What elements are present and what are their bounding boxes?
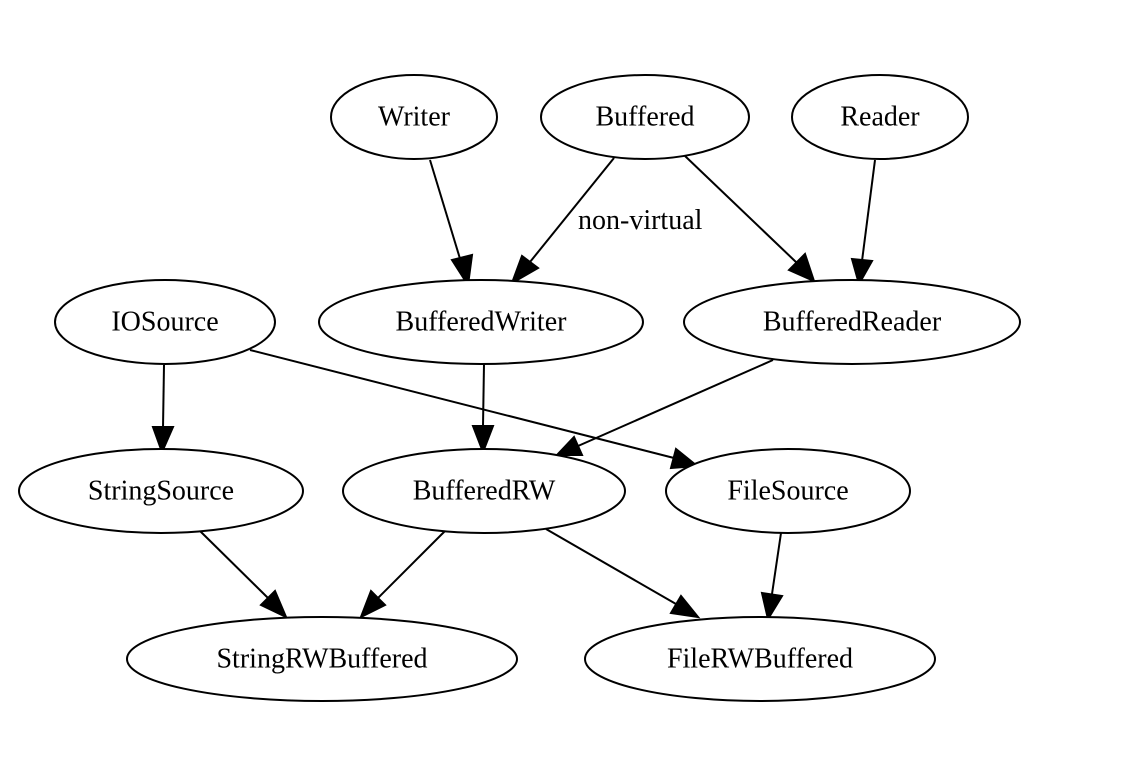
node-label: StringRWBuffered bbox=[216, 644, 427, 675]
node-label: Buffered bbox=[596, 102, 695, 133]
edge-iosource-stringsource bbox=[151, 364, 175, 455]
node-reader: Reader bbox=[791, 74, 969, 160]
node-label: Writer bbox=[378, 102, 451, 133]
edge-iosource-filesource bbox=[249, 349, 700, 470]
node-bufferedrw: BufferedRW bbox=[342, 448, 626, 534]
node-label: StringSource bbox=[88, 476, 234, 507]
node-label: IOSource bbox=[111, 307, 218, 338]
edge-stringsource-stringrwbuffered bbox=[199, 530, 288, 620]
edge-writer-bufferedwriter bbox=[429, 159, 474, 288]
edge-bufferedwriter-bufferedrw bbox=[471, 363, 495, 455]
node-label: BufferedRW bbox=[413, 476, 556, 507]
node-filerwbuffered: FileRWBuffered bbox=[584, 616, 936, 702]
node-buffered: Buffered bbox=[540, 74, 750, 160]
node-iosource: IOSource bbox=[54, 279, 276, 365]
edge-bufferedrw-filerwbuffered bbox=[545, 528, 701, 619]
node-stringsource: StringSource bbox=[18, 448, 304, 534]
node-bufferedwriter: BufferedWriter bbox=[318, 279, 644, 365]
edge-reader-bufferedreader bbox=[850, 159, 876, 287]
edge-bufferedrw-stringrwbuffered bbox=[359, 530, 446, 620]
node-filesource: FileSource bbox=[665, 448, 911, 534]
node-label: Reader bbox=[840, 102, 920, 133]
node-stringrwbuffered: StringRWBuffered bbox=[126, 616, 518, 702]
edge-bufferedreader-bufferedrw bbox=[554, 359, 774, 456]
node-bufferedreader: BufferedReader bbox=[683, 279, 1021, 365]
edge-filesource-filerwbuffered bbox=[760, 532, 784, 622]
node-label: FileSource bbox=[727, 476, 848, 507]
node-label: BufferedWriter bbox=[396, 307, 568, 338]
edge-label-non-virtual: non-virtual bbox=[578, 205, 703, 236]
node-label: BufferedReader bbox=[763, 307, 942, 338]
edge-buffered-bufferedwriter: non-virtual bbox=[510, 157, 703, 286]
edge-buffered-bufferedreader bbox=[684, 155, 816, 283]
node-label: FileRWBuffered bbox=[667, 644, 853, 675]
node-writer: Writer bbox=[330, 74, 498, 160]
